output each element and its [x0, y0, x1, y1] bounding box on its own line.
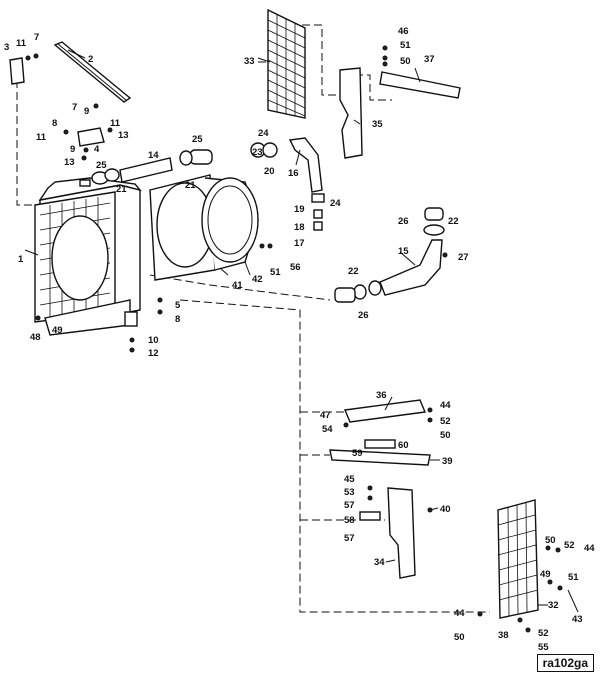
callout-41: 41 — [232, 280, 243, 291]
callout-11: 11 — [36, 132, 47, 143]
callout-26: 26 — [398, 216, 409, 227]
callout-18: 18 — [294, 222, 305, 233]
callout-7: 7 — [72, 102, 77, 113]
callout-59: 59 — [352, 448, 363, 459]
callout-42: 42 — [252, 274, 263, 285]
callout-24: 24 — [258, 128, 269, 139]
callout-45: 45 — [344, 474, 355, 485]
callout-58: 58 — [344, 515, 355, 526]
callout-44: 44 — [440, 400, 451, 411]
callout-50: 50 — [440, 430, 451, 441]
callout-55: 55 — [538, 642, 549, 653]
grille-33 — [267, 8, 306, 119]
callout-51: 51 — [400, 40, 411, 51]
callout-8: 8 — [52, 118, 57, 129]
callout-15: 15 — [398, 246, 409, 257]
callout-11: 11 — [110, 118, 121, 129]
callout-51: 51 — [270, 267, 281, 278]
callout-27: 27 — [458, 252, 469, 263]
callout-22: 22 — [348, 266, 359, 277]
callout-14: 14 — [148, 150, 159, 161]
callout-21: 21 — [185, 180, 196, 191]
callout-36: 36 — [376, 390, 387, 401]
callout-50: 50 — [400, 56, 411, 67]
upper-hoses — [91, 137, 325, 231]
hardware-dots — [25, 45, 563, 633]
callout-24: 24 — [330, 198, 341, 209]
callout-57: 57 — [344, 533, 355, 544]
callout-20: 20 — [264, 166, 275, 177]
callout-57: 57 — [344, 500, 355, 511]
callout-51: 51 — [568, 572, 579, 583]
callout-46: 46 — [398, 26, 409, 37]
callout-1: 1 — [18, 254, 24, 265]
callout-52: 52 — [440, 416, 451, 427]
plate-39 — [329, 449, 431, 466]
callout-37: 37 — [424, 54, 435, 65]
callout-21: 21 — [116, 184, 127, 195]
callout-7: 7 — [34, 32, 39, 43]
callout-33: 33 — [244, 56, 255, 67]
callout-43: 43 — [572, 614, 583, 625]
callout-38: 38 — [498, 630, 509, 641]
callout-9: 9 — [84, 106, 89, 117]
callout-12: 12 — [148, 348, 159, 359]
callout-labels: 3 11 7 2 7 9 8 11 11 13 9 4 13 14 25 25 … — [4, 26, 595, 653]
bracket-3 — [9, 57, 25, 85]
callout-23: 23 — [252, 147, 263, 158]
callout-32: 32 — [548, 600, 559, 611]
assembly-guide-lines — [16, 24, 490, 613]
callout-50: 50 — [454, 632, 465, 643]
callout-50: 50 — [545, 535, 556, 546]
figure-reference-label: ra102ga — [536, 654, 594, 672]
callout-39: 39 — [442, 456, 453, 467]
callout-8: 8 — [175, 314, 180, 325]
callout-13: 13 — [64, 157, 75, 168]
fan-shroud — [149, 174, 259, 281]
callout-2: 2 — [88, 54, 93, 65]
callout-25: 25 — [96, 160, 107, 171]
callout-4: 4 — [94, 144, 100, 155]
callout-34: 34 — [374, 557, 385, 568]
mount-4 — [77, 127, 105, 147]
callout-26: 26 — [358, 310, 369, 321]
callout-49: 49 — [540, 569, 551, 580]
plate-37 — [379, 71, 461, 99]
callout-16: 16 — [288, 168, 299, 179]
callout-9: 9 — [70, 144, 75, 155]
callout-52: 52 — [538, 628, 549, 639]
callout-11: 11 — [16, 38, 27, 49]
callout-48: 48 — [30, 332, 41, 343]
shim-60 — [364, 439, 396, 449]
callout-56: 56 — [290, 262, 301, 273]
callout-22: 22 — [448, 216, 459, 227]
callout-44: 44 — [454, 608, 465, 619]
shim-58 — [359, 511, 381, 521]
lower-hose — [334, 207, 445, 303]
callout-13: 13 — [118, 130, 129, 141]
support-bar — [53, 41, 132, 103]
callout-3: 3 — [4, 42, 9, 53]
callout-17: 17 — [294, 238, 305, 249]
bracket-35 — [339, 67, 363, 159]
callout-35: 35 — [372, 119, 383, 130]
bracket-34 — [387, 487, 416, 579]
callout-52: 52 — [564, 540, 575, 551]
callout-49: 49 — [52, 325, 63, 336]
plate-36 — [344, 399, 426, 423]
callout-40: 40 — [440, 504, 451, 515]
callout-54: 54 — [322, 424, 333, 435]
leader-lines — [24, 49, 579, 613]
callout-60: 60 — [398, 440, 409, 451]
callout-19: 19 — [294, 204, 305, 215]
callout-53: 53 — [344, 487, 355, 498]
radiator-assembly — [34, 177, 142, 336]
grille-32 — [497, 499, 539, 619]
callout-10: 10 — [148, 335, 159, 346]
callout-25: 25 — [192, 134, 203, 145]
callout-5: 5 — [175, 300, 181, 311]
callout-44: 44 — [584, 543, 595, 554]
callout-47: 47 — [320, 410, 331, 421]
